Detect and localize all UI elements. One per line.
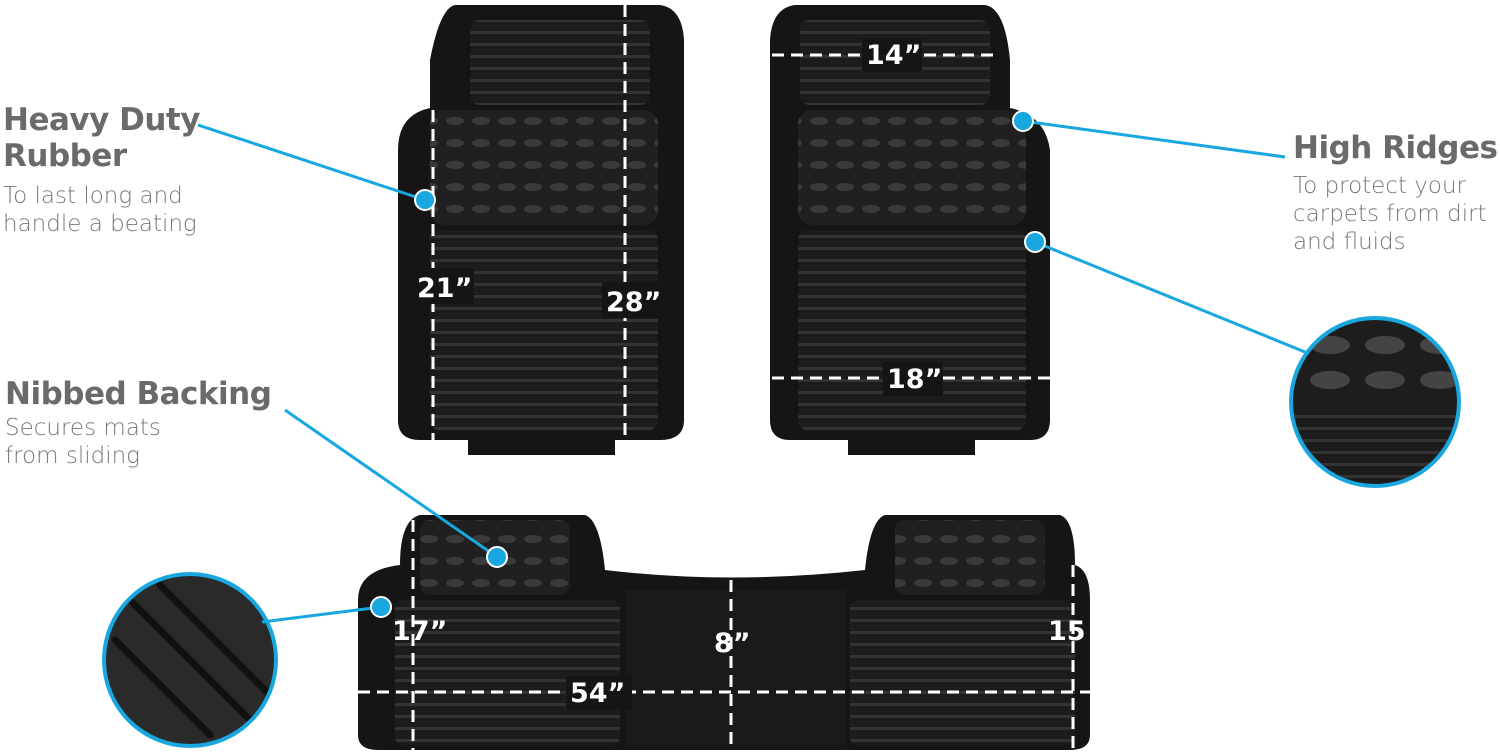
nibbed-backing-desc-2: from sliding (5, 443, 140, 469)
heavy-duty-desc-2: handle a beating (3, 211, 197, 237)
high-ridges-marker-icon (1012, 110, 1034, 132)
dim-rear-side: 17” (392, 616, 447, 647)
ridges-zoom-circle (1289, 316, 1461, 488)
nibbed-backing-desc-1: Secures mats (5, 415, 161, 441)
dim-rear-width: 54” (570, 678, 625, 709)
heavy-duty-marker-icon (414, 189, 436, 211)
callout-lines (197, 119, 1306, 624)
nibbed-backing-title: Nibbed Backing (5, 376, 272, 412)
high-ridges-title: High Ridges (1293, 130, 1498, 166)
dim-front-right-width: 18” (887, 364, 942, 395)
heavy-duty-desc-1: To last long and (3, 183, 183, 209)
high-ridges-desc-3: and fluids (1293, 229, 1406, 255)
high-ridges-marker-2-icon (1024, 231, 1046, 253)
front-right-mat (770, 5, 1050, 455)
front-left-mat (398, 5, 684, 455)
nibbed-marker-2-icon (370, 596, 392, 618)
high-ridges-desc-2: carpets from dirt (1293, 201, 1487, 227)
backing-zoom-circle (102, 572, 278, 748)
dimension-lines (358, 5, 1090, 750)
dim-front-left-length: 28” (606, 287, 661, 318)
dim-rear-right: 15 (1048, 616, 1086, 647)
nibbed-marker-icon (486, 546, 508, 568)
dim-front-right-top: 14” (866, 40, 921, 71)
heavy-duty-title-2: Rubber (3, 138, 127, 174)
dim-rear-center: 8” (714, 628, 751, 659)
heavy-duty-title-1: Heavy Duty (3, 102, 200, 138)
dim-front-left-inner: 21” (417, 273, 472, 304)
high-ridges-desc-1: To protect your (1293, 173, 1467, 199)
